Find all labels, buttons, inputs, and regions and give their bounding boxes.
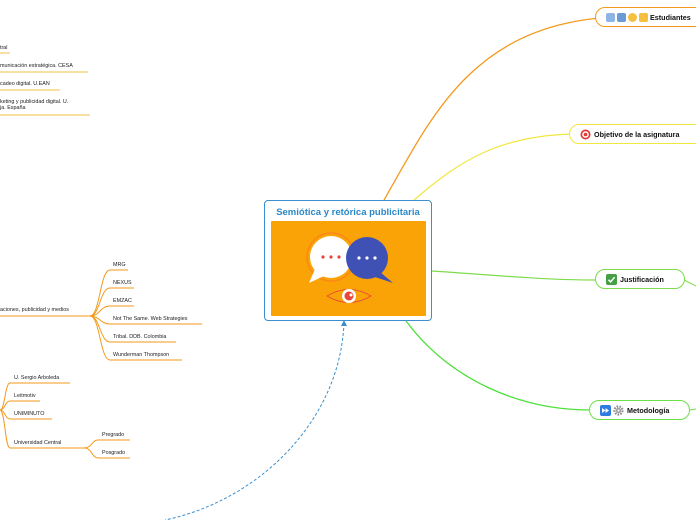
university-item[interactable]: Leitmotiv [14, 393, 36, 399]
leaf-item-1[interactable]: tral [0, 45, 8, 51]
person-icon [617, 12, 626, 22]
agency-item[interactable]: Wunderman Thompson [113, 352, 170, 358]
fist-icon [628, 12, 637, 22]
topic-justificacion[interactable]: Justificación [595, 269, 685, 289]
topic-estudiantes[interactable]: Estudiantes [595, 7, 696, 27]
branch-estudiantes [383, 17, 601, 201]
fast-forward-icon [600, 404, 611, 416]
topic-label: Objetivo de la asignatura [594, 129, 680, 139]
checkmark-icon [606, 273, 617, 285]
university-subitem[interactable]: Posgrado [102, 450, 126, 456]
leaf-item-2[interactable]: municación estratégica. CESA [0, 63, 73, 69]
agency-item[interactable]: MRG [113, 262, 126, 268]
topic-metodologia[interactable]: Metodología [589, 400, 690, 420]
central-topic[interactable]: Semiótica y retórica publicitaria [264, 200, 432, 321]
branch-justificacion [431, 270, 597, 281]
university-item[interactable]: Universidad Central [14, 440, 62, 446]
leaf-item-4b[interactable]: ja. España [0, 105, 26, 111]
central-topic-title: Semiótica y retórica publicitaria [276, 207, 420, 218]
branch-objetivo [413, 133, 573, 201]
arrow-head-icon [341, 320, 347, 326]
speech-bubbles-icon [306, 232, 393, 303]
topic-label: Estudiantes [650, 12, 691, 22]
topic-label: Justificación [620, 274, 664, 284]
leaf-item-3[interactable]: cadeo digital. U.EAN [0, 81, 50, 87]
agencies-parent[interactable]: aciones, publicidad y medios [0, 307, 69, 313]
gear-icon [613, 404, 624, 416]
branch-metodologia [405, 320, 591, 411]
university-subitem[interactable]: Pregrado [102, 432, 125, 438]
hand-icon [639, 12, 648, 22]
agency-item[interactable]: NEXUS [113, 280, 132, 286]
central-topic-image [271, 221, 426, 316]
people-icon [606, 12, 615, 22]
dashed-relationship-line [164, 322, 345, 520]
topic-objetivo[interactable]: Objetivo de la asignatura [569, 124, 696, 144]
topic-label: Metodología [627, 405, 670, 415]
agency-item[interactable]: Tribal. DDB. Colombia [113, 334, 167, 340]
target-icon [580, 129, 591, 139]
agency-item[interactable]: Not The Same. Web Strategies [113, 316, 188, 322]
leaf-item-4a[interactable]: keting y publicidad digital. U. [0, 99, 69, 105]
agency-item[interactable]: EMZAC [113, 298, 132, 304]
university-item[interactable]: UNIMINUTO [14, 411, 45, 417]
university-item[interactable]: U. Sergio Arboleda [14, 375, 60, 381]
